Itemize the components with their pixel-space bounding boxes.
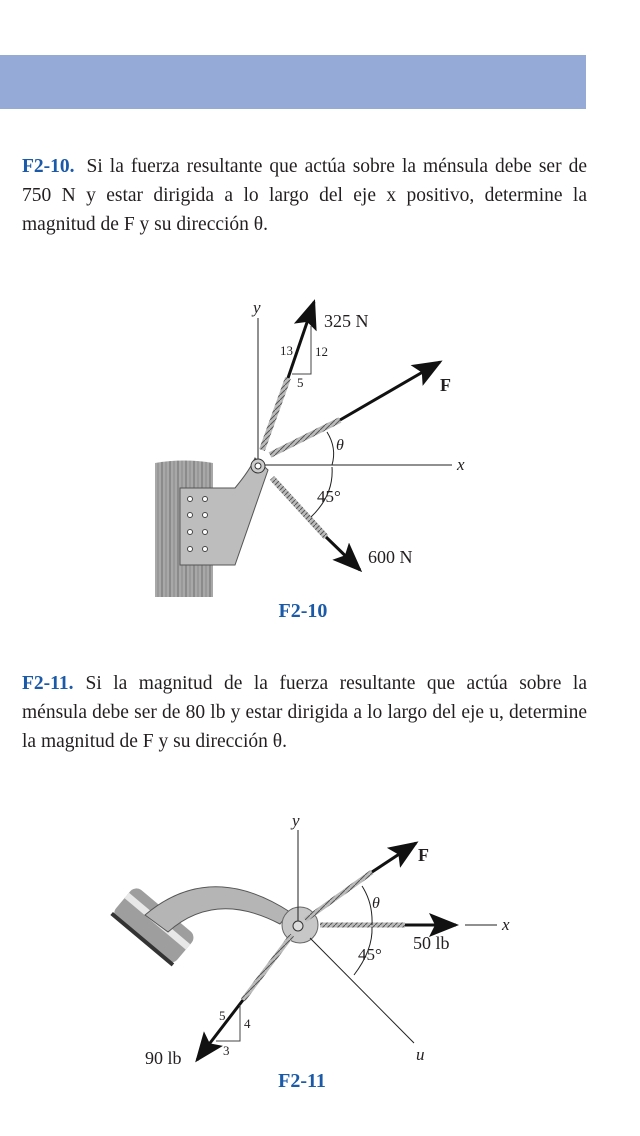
figure-f2-11: y u x F θ 45° 50 lb 5 4 3 90 lb F2-11	[110, 811, 510, 1092]
force-F-label: F	[418, 845, 429, 865]
rope-600	[269, 475, 329, 540]
figure-caption: F2-11	[278, 1070, 326, 1092]
force-600-arrow	[324, 535, 363, 573]
rope-90	[241, 933, 294, 1002]
force-F-label: F	[440, 375, 451, 395]
slope-run: 5	[297, 375, 304, 390]
rope-F	[268, 417, 342, 458]
y-axis-label: y	[251, 298, 261, 317]
theta-label: θ	[336, 437, 344, 454]
pin	[292, 920, 304, 932]
angle-45-label: 45°	[317, 487, 341, 506]
slope-triangle	[216, 1005, 241, 1042]
u-axis	[309, 937, 415, 1044]
slope-triangle	[292, 326, 312, 375]
y-axis-label: y	[290, 811, 300, 830]
slope-rise: 12	[315, 344, 328, 359]
force-50-label: 50 lb	[413, 933, 450, 953]
bolt-holes	[187, 496, 208, 552]
force-325-label: 325 N	[324, 311, 369, 331]
force-90-label: 90 lb	[145, 1048, 182, 1068]
angle-45-label: 45°	[358, 945, 382, 964]
force-F-arrow	[371, 841, 419, 874]
force-90-arrow	[195, 999, 245, 1063]
curved-bracket	[144, 886, 291, 933]
slope-hyp: 13	[280, 343, 293, 358]
slope-run: 3	[223, 1043, 230, 1058]
theta-arc	[361, 885, 373, 926]
theta-label: θ	[372, 895, 380, 912]
problem-f2-10: F2-10.Si la fuerza resultante que actúa …	[22, 152, 587, 239]
figure-f2-10: y x 325 N 13 12 5 F θ 45° 600 N F2-10	[155, 298, 465, 622]
x-axis-label: x	[456, 455, 465, 474]
angle-45-arc	[310, 466, 333, 518]
force-325-arrow	[286, 299, 317, 379]
rope-F	[303, 869, 374, 923]
force-600-label: 600 N	[368, 547, 413, 567]
theta-arc	[326, 431, 335, 466]
slope-rise: 4	[244, 1016, 251, 1031]
figure-caption: F2-10	[279, 600, 328, 622]
rope-325	[259, 376, 291, 452]
x-axis-label: x	[501, 915, 510, 934]
problem-text: Si la magnitud de la fuerza resultante q…	[22, 673, 587, 752]
slope-hyp: 5	[219, 1008, 226, 1023]
problem-number: F2-11.	[22, 673, 74, 694]
u-axis-label: u	[416, 1045, 425, 1064]
problem-f2-11: F2-11.Si la magnitud de la fuerza result…	[22, 669, 587, 756]
problem-text: Si la fuerza resultante que actúa sobre …	[22, 156, 587, 235]
problem-number: F2-10.	[22, 156, 75, 177]
header-banner	[0, 55, 586, 109]
force-F-arrow	[339, 360, 443, 422]
angle-45-arc	[353, 926, 373, 976]
